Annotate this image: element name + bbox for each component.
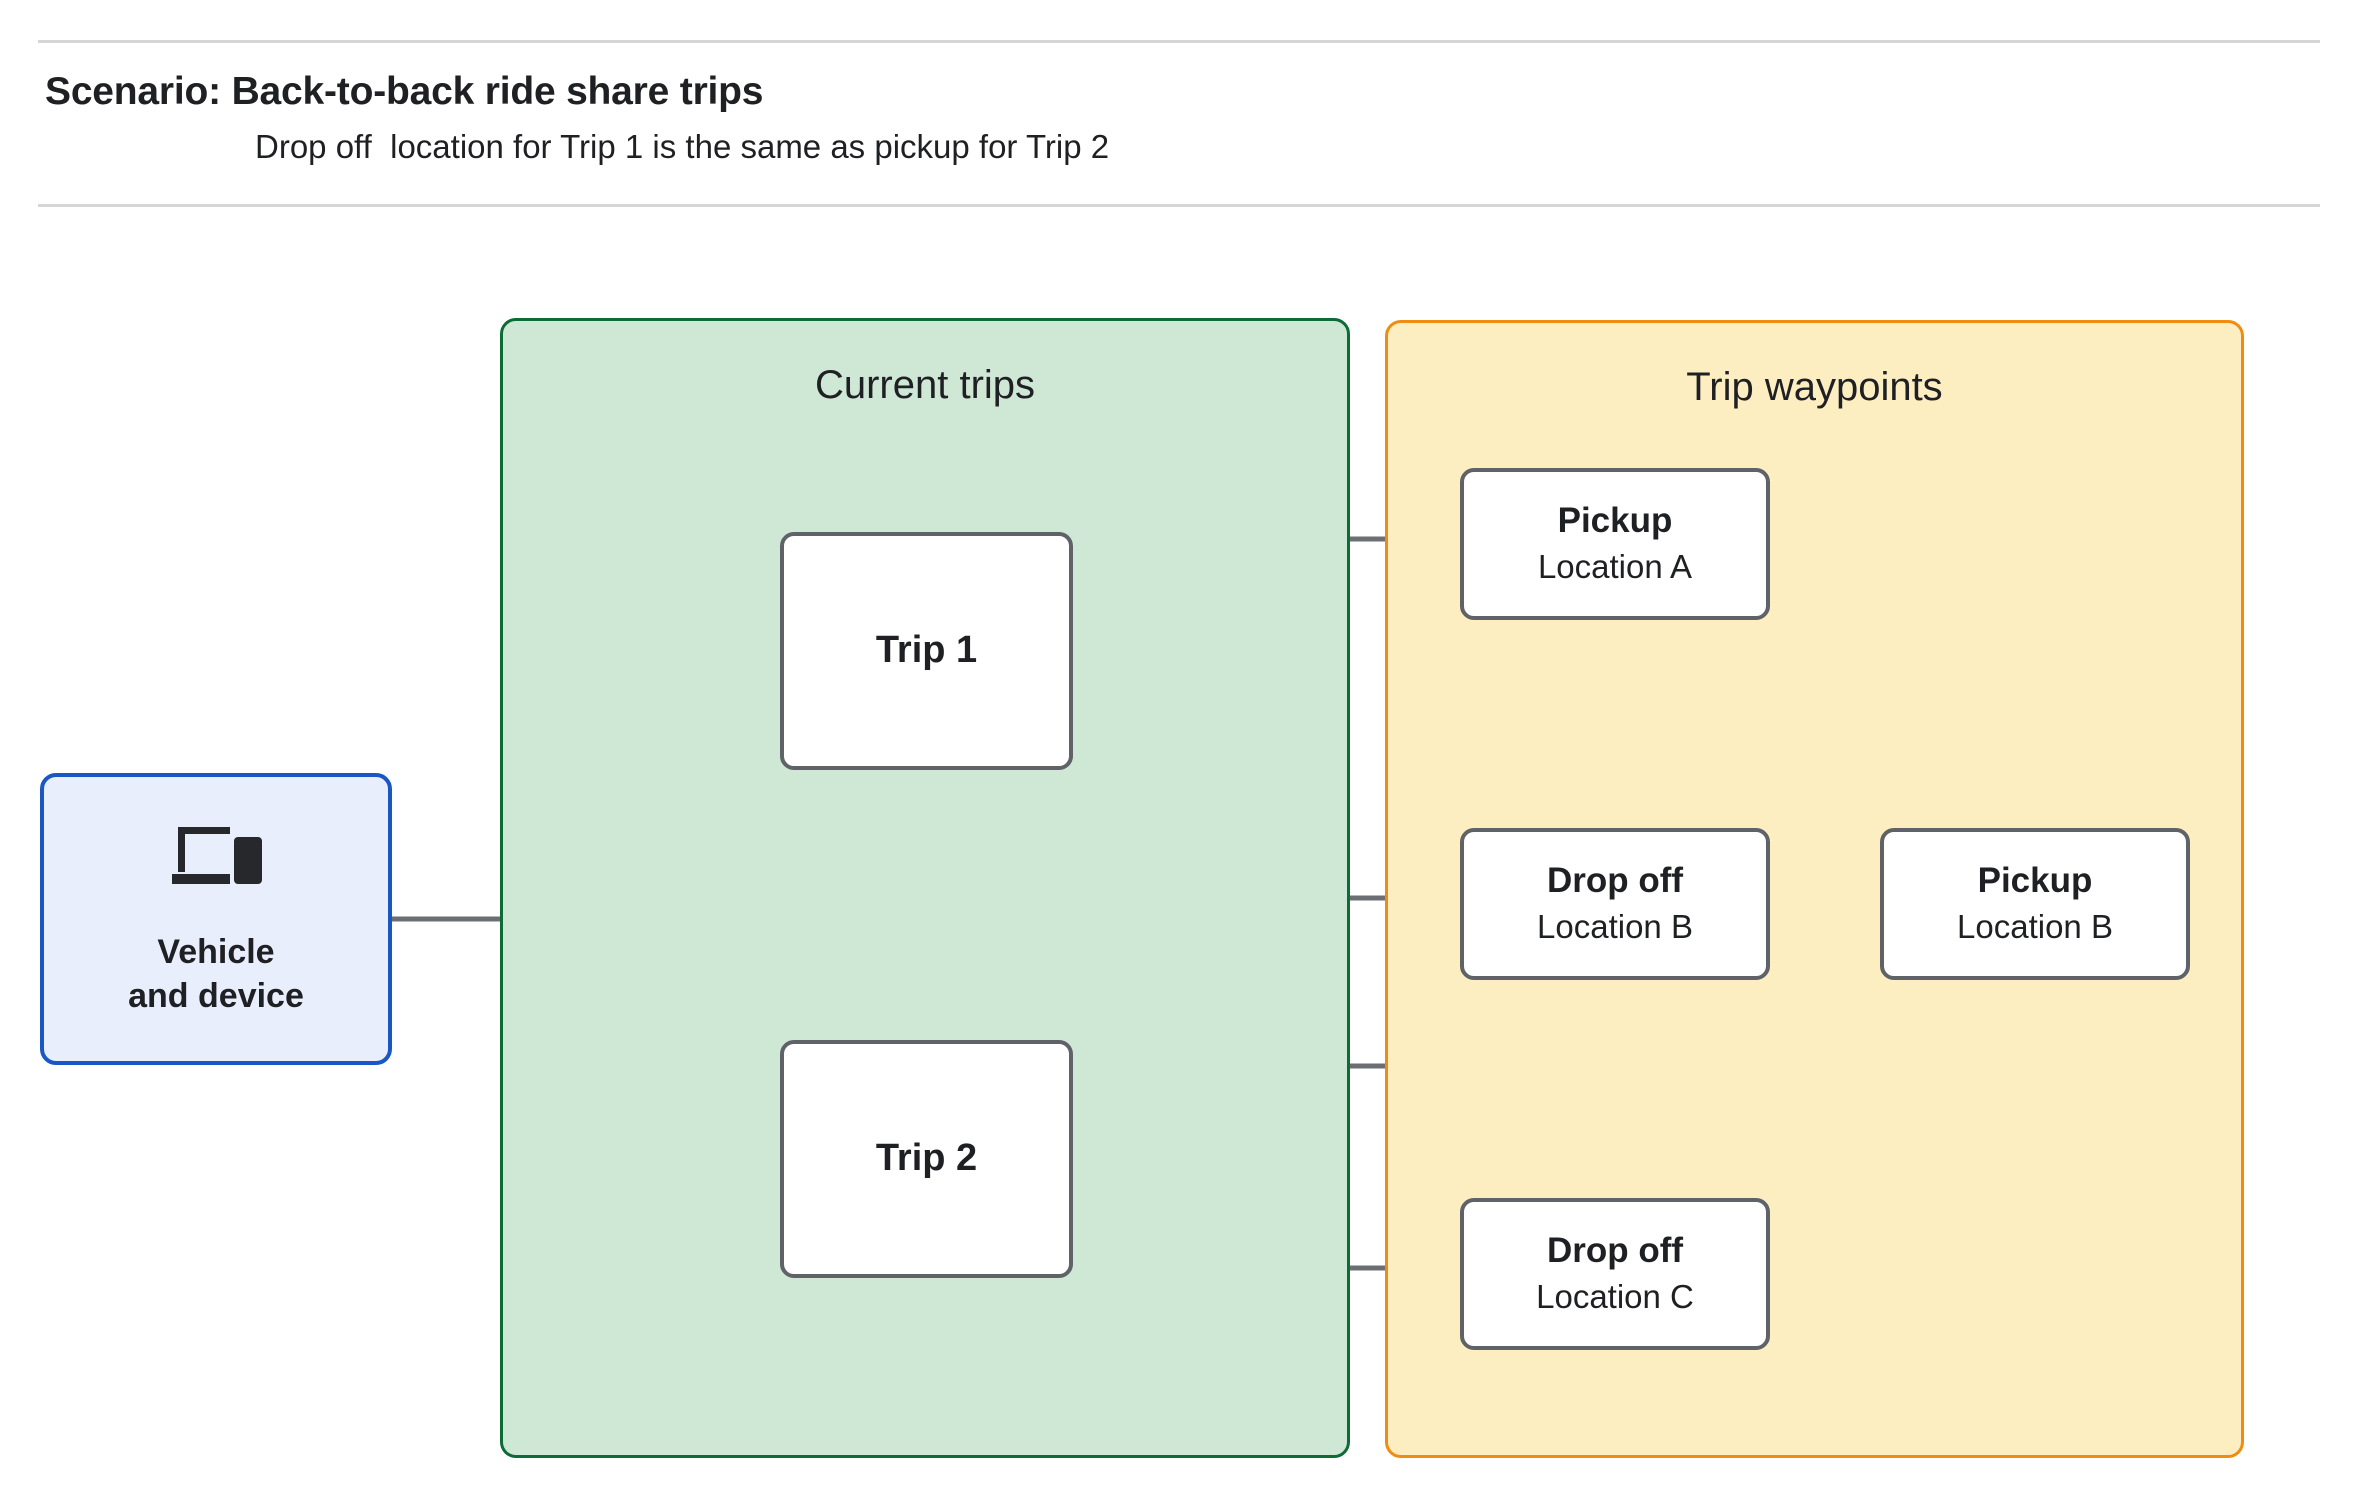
group-panel-current-trips: Current trips (500, 318, 1350, 1458)
waypoint-location: Location B (1537, 908, 1693, 946)
vehicle-and-device-label: Vehicle and device (128, 933, 304, 1015)
node-trip-1[interactable]: Trip 1 (780, 532, 1073, 770)
header-rule-top (38, 40, 2320, 43)
node-waypoint-pickup-a[interactable]: Pickup Location A (1460, 468, 1770, 620)
header-rule-bottom (38, 204, 2320, 207)
page-title: Scenario: Back-to-back ride share trips (45, 70, 764, 113)
page-subtitle: Drop off location for Trip 1 is the same… (255, 128, 1110, 165)
node-waypoint-pickup-b[interactable]: Pickup Location B (1880, 828, 2190, 980)
panel-title-current-trips: Current trips (814, 363, 1036, 407)
waypoint-location: Location C (1536, 1278, 1694, 1316)
waypoint-type: Pickup (1977, 861, 2093, 901)
waypoint-location: Location A (1537, 548, 1693, 586)
node-waypoint-dropoff-b[interactable]: Drop off Location B (1460, 828, 1770, 980)
waypoint-location: Location B (1957, 908, 2113, 946)
node-waypoint-dropoff-c[interactable]: Drop off Location C (1460, 1198, 1770, 1350)
devices-laptop-phone-icon (172, 827, 262, 885)
waypoint-type: Pickup (1557, 501, 1673, 541)
trip-1-label: Trip 1 (875, 629, 978, 672)
waypoint-type: Drop off (1546, 1231, 1684, 1271)
panel-title-trip-waypoints: Trip waypoints (1686, 365, 1943, 409)
trip-2-label: Trip 2 (875, 1137, 978, 1180)
node-vehicle-and-device[interactable]: Vehicle and device (40, 773, 392, 1065)
waypoint-type: Drop off (1546, 861, 1684, 901)
node-trip-2[interactable]: Trip 2 (780, 1040, 1073, 1278)
